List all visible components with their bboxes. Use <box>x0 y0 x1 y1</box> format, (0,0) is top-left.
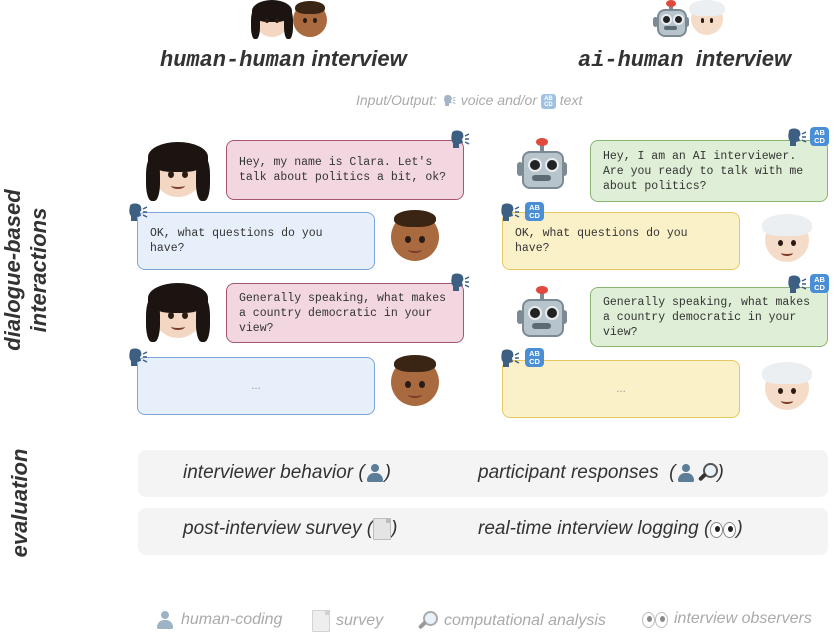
human-coding-icon <box>365 463 385 483</box>
human-human-avatars <box>251 0 327 39</box>
legend-survey: survey <box>312 610 383 632</box>
clara-avatar <box>146 142 210 201</box>
elder-participant-avatar <box>762 362 812 410</box>
participant-ai-message-2: ... <box>502 360 740 418</box>
ai-human-title: ai-human interview <box>578 46 792 73</box>
eval-post-interview-survey: post-interview survey () <box>183 518 398 540</box>
participant-message-2: ... <box>137 357 375 415</box>
participant-message-1: OK, what questions do you have? <box>137 212 375 270</box>
speaking-head-icon <box>788 128 807 146</box>
elder-emoji-icon <box>689 0 725 35</box>
speaking-head-icon <box>451 130 470 148</box>
ai-message-1: Hey, I am an AI interviewer. Are you rea… <box>590 140 828 202</box>
participant-ai-message-1: OK, what questions do you have? <box>502 212 740 270</box>
clara-message-2: Generally speaking, what makes a country… <box>226 283 464 343</box>
participant-avatar <box>391 210 439 261</box>
human-human-title: human-human interview <box>160 46 407 73</box>
document-icon <box>312 610 330 632</box>
participant-avatar <box>391 355 439 406</box>
legend-computational-analysis: computational analysis <box>416 610 606 632</box>
robot-emoji-icon <box>653 0 689 37</box>
elder-participant-avatar <box>762 214 812 262</box>
human-coding-icon <box>676 463 696 483</box>
ai-interviewer-avatar <box>517 138 567 190</box>
eval-interviewer-behavior: interviewer behavior () <box>183 462 391 483</box>
eyes-icon <box>710 521 737 538</box>
magnifier-icon <box>696 462 718 484</box>
document-icon <box>373 518 392 540</box>
eyes-icon <box>642 611 668 628</box>
speaking-head-icon <box>501 349 520 367</box>
ai-human-avatars <box>653 0 725 37</box>
speaking-head-icon <box>129 348 148 366</box>
man-emoji-icon <box>293 1 327 37</box>
magnifier-icon <box>416 610 438 632</box>
legend-human-coding: human-coding <box>155 610 282 630</box>
eval-real-time-logging: real-time interview logging () <box>478 518 743 539</box>
ai-message-2: Generally speaking, what makes a country… <box>590 287 828 347</box>
clara-message-1: Hey, my name is Clara. Let's talk about … <box>226 140 464 200</box>
woman-emoji-icon <box>251 0 293 39</box>
clara-avatar <box>146 283 210 342</box>
speaking-head-icon <box>501 203 520 221</box>
speaking-head-icon <box>788 275 807 293</box>
evaluation-section-label: evaluation <box>7 448 32 558</box>
ai-interviewer-avatar <box>517 286 567 338</box>
speaking-head-icon <box>451 273 470 291</box>
eval-participant-responses: participant responses () <box>478 462 724 484</box>
speaking-head-icon <box>129 203 148 221</box>
legend-interview-observers: interview observers <box>642 610 812 628</box>
bust-icon <box>155 610 175 630</box>
speaking-head-icon <box>443 95 456 107</box>
